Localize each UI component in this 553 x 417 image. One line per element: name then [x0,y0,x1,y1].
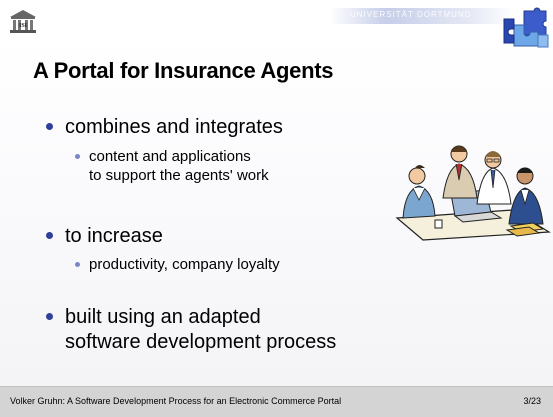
bullet-text: to increase [65,225,163,247]
bullet-text: combines and integrates [65,116,283,138]
bullet-dot [46,232,53,239]
svg-text:ISI: ISI [19,23,28,29]
university-logo-icon: ISI [10,10,36,33]
sub-bullet-text: productivity, company loyalty [89,256,280,273]
business-team-clipart [395,145,551,241]
bullet-dot [46,123,53,130]
bullet-text: software development process [65,331,337,353]
sub-bullet-dot [75,154,80,159]
bullet-text: built using an adapted [65,306,261,328]
banner-text: UNIVERSITÄT DORTMUND [350,10,472,19]
slide-footer: Volker Gruhn: A Software Development Pro… [0,386,553,417]
page-number: 3/23 [523,396,541,406]
sub-bullet-text: to support the agents' work [89,167,269,184]
puzzle-pieces-icon [503,7,549,48]
footer-text: Volker Gruhn: A Software Development Pro… [10,396,342,406]
bullet-dot [46,313,53,320]
sub-bullet-dot [75,262,80,267]
sub-bullet-text: content and applications [89,148,251,165]
header-banner: UNIVERSITÄT DORTMUND [330,8,515,24]
slide-title: A Portal for Insurance Agents [33,58,334,83]
